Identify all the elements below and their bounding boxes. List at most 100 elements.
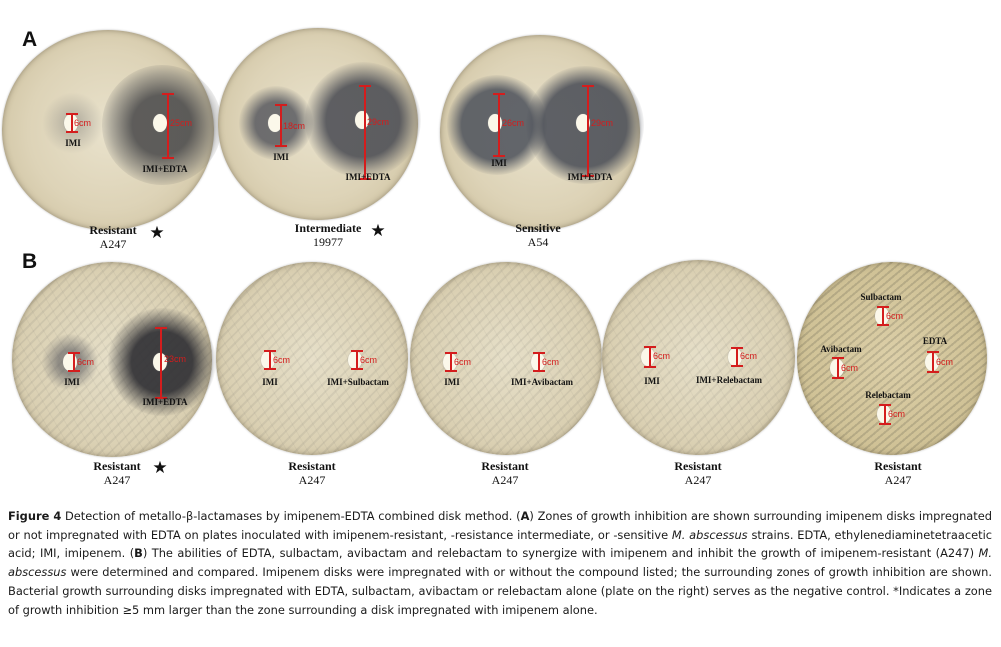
disk-label: Relebactam [865,390,911,400]
caption-text: ) The abilities of EDTA, sulbactam, avib… [142,546,979,561]
strain-id: A247 [298,473,326,487]
antibiotic-disk [641,348,655,366]
petri-plate [602,260,795,455]
disk-label: Avibactam [820,344,862,354]
star-icon: ★ [370,221,386,240]
petri-plate-negative-control [797,262,987,455]
measurement-line [582,85,594,177]
zone-size: 6cm [886,311,904,321]
measurement-line [445,352,457,372]
measurement-line [493,93,505,157]
antibiotic-disk [153,114,167,132]
resistance-status: Sensitive [515,221,561,235]
zone-size: 26cm [502,118,525,128]
resistance-status: Resistant [93,459,141,473]
strain-id: A247 [684,473,712,487]
measurement-line [264,350,276,370]
measurement-line [68,352,80,372]
disk-label: IMI+Avibactam [511,377,573,387]
antibiotic-disk [728,348,742,366]
zone-size: 6cm [273,355,291,365]
caption-panel-ref: B [134,546,143,561]
measurement-line [877,306,889,326]
petri-plate [410,262,602,455]
resistance-status: Resistant [89,223,137,237]
caption-text: Detection of metallo-β-lactamases by imi… [61,509,521,523]
measurement-line [879,404,891,425]
antibiotic-disk [268,114,282,132]
panel-a-label: A [22,28,38,51]
disk-label: IMI [644,376,660,386]
disk-label: IMI+EDTA [567,172,613,182]
star-icon: ★ [152,458,168,477]
zone-size: 6cm [936,357,954,367]
zone-size: 6cm [653,351,671,361]
measurement-line [351,350,363,370]
strain-id: 19977 [313,235,343,249]
petri-plate [216,262,408,455]
caption-text: were determined and compared. Imipenem d… [8,565,992,617]
figure-caption: Figure 4 Detection of metallo-β-lactamas… [8,507,992,619]
zone-size: 18cm [283,121,306,131]
disk-label: IMI [491,158,507,168]
zone-size: 23cm [164,354,187,364]
disk-label: IMI+Relebactam [695,375,763,385]
figure-label: Figure 4 [8,509,62,523]
disk-label: IMI+EDTA [142,164,188,174]
measurement-line [155,327,167,399]
caption-text: strains. EDTA, ethylenediaminetetraaceti… [8,527,993,561]
measurement-line [275,104,287,147]
zone-size: 29cm [591,118,614,128]
species-name: M. abscessus [671,527,748,542]
strain-id: A247 [103,473,131,487]
measurement-line [359,85,371,180]
disk-label: IMI [273,152,289,162]
zone-size: 6cm [74,118,92,128]
disk-label: IMI+EDTA [142,397,188,407]
zone-size: 6cm [740,351,758,361]
zone-size: 6cm [77,357,95,367]
panel-b-label: B [22,250,38,273]
measurement-line [66,113,78,133]
star-icon: ★ [149,223,165,242]
antibiotic-disk [348,351,362,369]
disk-label: IMI+EDTA [345,172,391,182]
disk-label: IMI [65,138,81,148]
resistance-status: Resistant [874,459,922,473]
strain-id: A247 [99,237,127,251]
antibiotic-disk [261,351,275,369]
species-name: M. abscessus [8,546,992,580]
caption-text: ) Zones of growth inhibition are shown s… [8,509,992,542]
measurement-line [644,346,656,368]
disk-label: IMI [262,377,278,387]
disk-label: IMI [64,377,80,387]
disk-label: IMI+Sulbactam [327,377,389,387]
zone-size: 6cm [454,357,472,367]
disk-label: Sulbactam [860,292,902,302]
resistance-status: Resistant [674,459,722,473]
measurement-line [832,357,844,379]
measurement-line [731,347,743,367]
zone-size: 29cm [367,117,390,127]
measurement-line [533,352,545,372]
disk-label: EDTA [922,336,948,346]
caption-panel-ref: A [520,509,530,523]
zone-size: 6cm [888,409,906,419]
resistance-status: Resistant [481,459,529,473]
zone-size: 6cm [542,357,560,367]
resistance-status: Intermediate [294,221,362,235]
strain-id: A54 [527,235,549,249]
zone-size: 6cm [360,355,378,365]
strain-id: A247 [884,473,912,487]
antibiotic-disk [576,114,590,132]
measurement-line [927,351,939,373]
